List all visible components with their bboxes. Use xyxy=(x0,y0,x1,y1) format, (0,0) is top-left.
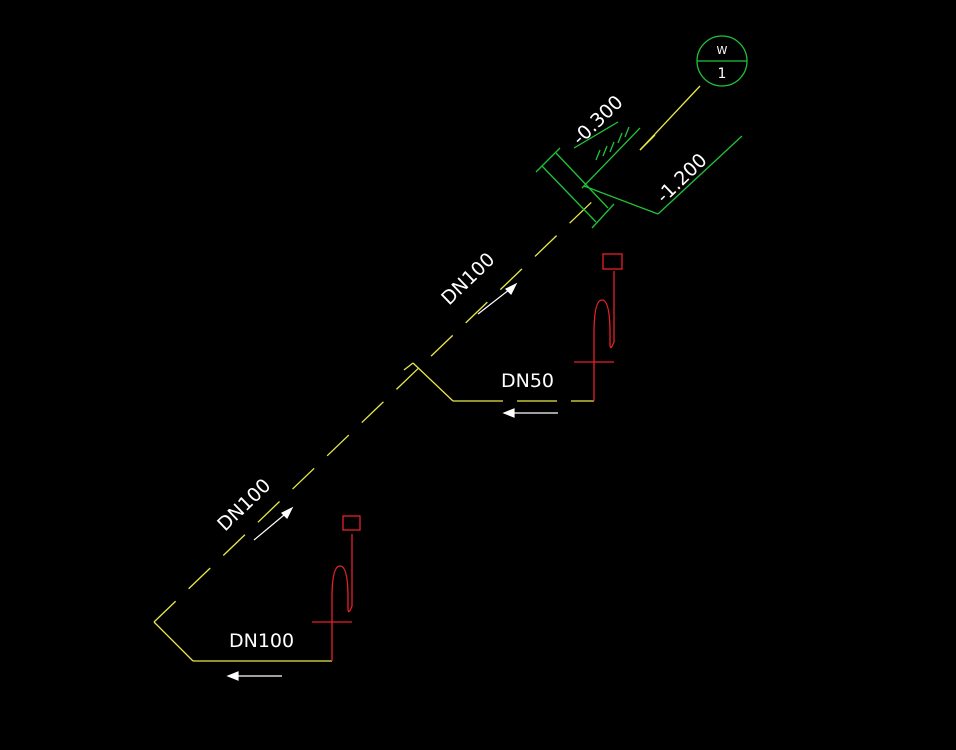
upper-branch-diagonal xyxy=(412,362,454,402)
main-pipe xyxy=(153,85,701,623)
elev-bottom-baseline xyxy=(657,135,743,215)
upper-branch-tee xyxy=(403,362,414,371)
upper-floor-drain-icon xyxy=(602,253,623,270)
lower-p-trap-icon xyxy=(331,534,353,622)
arrow-right-icon xyxy=(477,282,518,315)
upper-branch xyxy=(403,253,623,402)
branch-upper-size-label: DN50 xyxy=(501,370,554,392)
main-pipe-corner-upper xyxy=(639,134,656,151)
hatch-1 xyxy=(595,149,601,161)
branch-lower-size-label: DN100 xyxy=(229,630,294,652)
wall-penetration xyxy=(535,35,748,229)
main-pipe-line xyxy=(153,193,601,623)
elev-bottom-leader xyxy=(583,185,659,215)
lower-branch-diagonal xyxy=(153,621,194,662)
arrow-right-icon xyxy=(253,506,294,541)
wall-cap-top xyxy=(535,147,561,173)
hatch-4 xyxy=(617,132,623,144)
lower-floor-drain-icon xyxy=(342,515,361,531)
arrow-left-icon xyxy=(226,671,282,681)
wall-line-left xyxy=(541,165,597,223)
wall-line-right xyxy=(555,152,609,209)
main-lower-size-label: DN100 xyxy=(213,475,275,536)
flow-arrows xyxy=(226,282,558,681)
wall-cap-bottom xyxy=(591,203,615,229)
upper-p-trap-icon xyxy=(593,271,615,362)
hatch-2 xyxy=(602,145,608,157)
lower-branch xyxy=(153,515,361,662)
pipe-tag-letter: W xyxy=(717,44,728,57)
main-upper-size-label: DN100 xyxy=(437,249,499,310)
arrow-left-icon xyxy=(502,408,558,418)
pipe-tag-number: 1 xyxy=(718,66,727,82)
labels: DN100 DN100 DN50 DN100 -0.300 -1.200 W 1 xyxy=(213,44,727,652)
elev-top-leader-2 xyxy=(581,127,641,189)
hatch-5 xyxy=(624,126,630,138)
hatch-3 xyxy=(609,141,615,153)
elevation-bottom-label: -1.200 xyxy=(652,149,711,207)
elev-top-leader xyxy=(573,121,619,149)
